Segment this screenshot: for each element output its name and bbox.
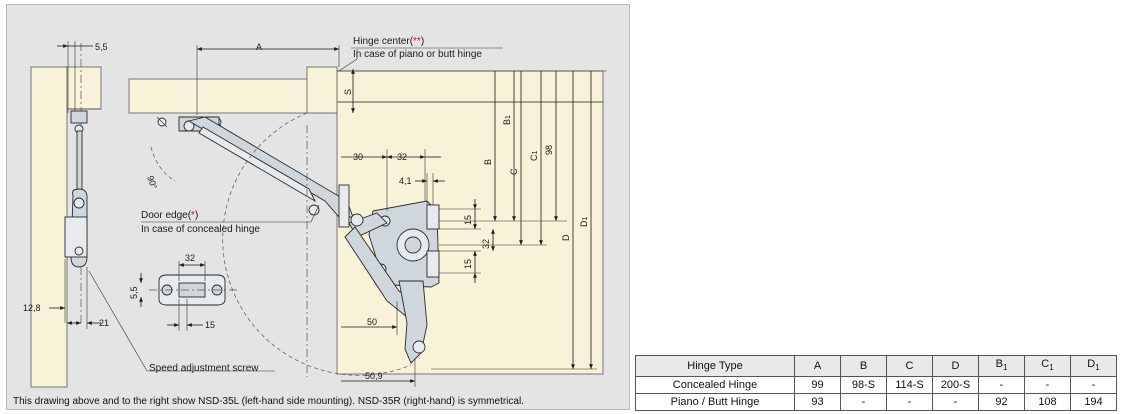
- side-rod: [76, 130, 83, 192]
- door-edge-leader: [141, 204, 320, 223]
- drawing-labels: Hinge center(**) In case of piano or but…: [23, 36, 589, 381]
- dim-50-9: 50,9: [365, 371, 383, 381]
- mount-plate-detail: [139, 261, 237, 331]
- lid-board: [128, 78, 334, 114]
- header-A: A: [794, 354, 841, 378]
- cell-C1: -: [1024, 376, 1071, 395]
- lid-end-block: [306, 66, 338, 114]
- technical-drawing-panel: Hinge center(**) In case of piano or but…: [6, 4, 630, 410]
- dim-5-5-detail: 5,5: [129, 286, 139, 299]
- dim-15-upper: 15: [463, 215, 473, 225]
- table-row: Piano / Butt Hinge 93 - - - 92 108 194: [635, 393, 1117, 412]
- cell-B1: 92: [978, 393, 1025, 412]
- door-swing-arc: [222, 112, 412, 376]
- header-B: B: [840, 354, 887, 378]
- header-B1: B1: [978, 354, 1025, 378]
- dim-32-detail: 32: [185, 253, 195, 263]
- dim-15-detail: 15: [205, 320, 215, 330]
- header-hinge-type: Hinge Type: [635, 354, 795, 378]
- row-type: Piano / Butt Hinge: [635, 393, 795, 412]
- cell-D: -: [932, 393, 979, 412]
- hinge-center-leader: [338, 49, 358, 72]
- dim-90-degrees: 90°: [145, 174, 159, 191]
- header-D1: D1: [1070, 354, 1117, 378]
- housing-screw-lower: [426, 250, 440, 278]
- dim-21: 21: [99, 318, 109, 328]
- dim-B: B: [483, 159, 493, 165]
- top-panel-section: [66, 66, 102, 110]
- top-cabinet-panel: [336, 70, 604, 103]
- dim-30: 30: [353, 152, 363, 162]
- door-edge-label: Door edge(*): [141, 210, 198, 221]
- table-row: Concealed Hinge 99 98-S 114-S 200-S - - …: [635, 376, 1117, 395]
- housing-screw-upper: [426, 204, 440, 230]
- cell-C: 114-S: [886, 376, 933, 395]
- table-header-row: Hinge Type A B C D B1 C1 D1: [635, 354, 1117, 378]
- dim-98: 98: [544, 145, 554, 155]
- dim-C: C: [509, 168, 519, 175]
- dim-50: 50: [367, 317, 377, 327]
- hinge-technical-drawing: Hinge center(**) In case of piano or but…: [23, 36, 607, 388]
- header-C: C: [886, 354, 933, 378]
- dim-S: S: [343, 89, 353, 95]
- cell-D1: 194: [1070, 393, 1117, 412]
- lift-arm-inner: [198, 126, 317, 203]
- cell-C: -: [886, 393, 933, 412]
- side-plate: [64, 216, 88, 258]
- cell-B: -: [840, 393, 887, 412]
- speed-screw-leader: [88, 270, 275, 372]
- housing-pivot-inner: [404, 236, 422, 254]
- dim-4-1: 4,1: [399, 176, 412, 186]
- dim-5-5-top: 5,5: [95, 42, 108, 52]
- dim-A: A: [256, 42, 262, 52]
- header-D: D: [932, 354, 979, 378]
- speed-screw-label: Speed adjustment screw: [149, 363, 259, 374]
- dim-D: D: [561, 234, 571, 241]
- header-C1: C1: [1024, 354, 1071, 378]
- cell-C1: 108: [1024, 393, 1071, 412]
- dim-15-lower: 15: [463, 259, 473, 269]
- side-panel-left: [30, 66, 68, 388]
- drawing-caption: This drawing above and to the right show…: [13, 396, 524, 407]
- dim-12-8: 12,8: [23, 303, 41, 313]
- cell-D1: -: [1070, 376, 1117, 395]
- main-view: [128, 45, 607, 387]
- top-mount-plate: [70, 110, 88, 124]
- cell-A: 93: [794, 393, 841, 412]
- concealed-hinge-label: In case of concealed hinge: [141, 224, 260, 235]
- dim-D1: D1: [579, 217, 589, 228]
- left-side-view: [30, 41, 275, 388]
- dim-32-right: 32: [481, 239, 491, 249]
- cell-B1: -: [978, 376, 1025, 395]
- hinge-spec-table: Hinge Type A B C D B1 C1 D1 Concealed Hi…: [635, 354, 1117, 412]
- dim-C1: C1: [529, 151, 539, 162]
- cell-A: 99: [794, 376, 841, 395]
- arm-stop-plate: [338, 184, 350, 228]
- hinge-center-label: Hinge center(**): [353, 36, 424, 47]
- cell-B: 98-S: [840, 376, 887, 395]
- angle-arc: [150, 146, 176, 182]
- piano-butt-label: In case of piano or butt hinge: [353, 49, 482, 60]
- row-type: Concealed Hinge: [635, 376, 795, 395]
- dim-B1: B1: [502, 115, 512, 125]
- cell-D: 200-S: [932, 376, 979, 395]
- dim-32-top: 32: [397, 152, 407, 162]
